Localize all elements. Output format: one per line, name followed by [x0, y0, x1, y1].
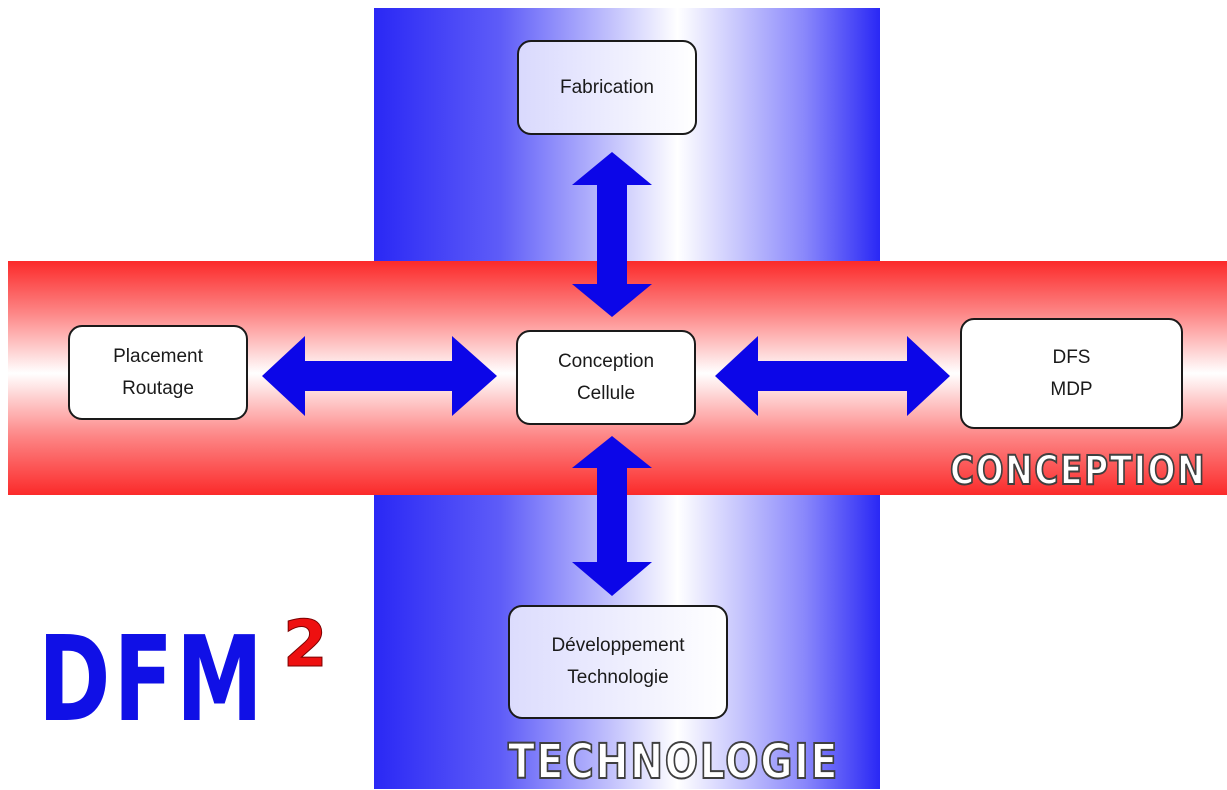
technologie-band-label: TECHNOLOGIE — [507, 733, 839, 790]
placement-routage-node: Placement Routage — [68, 325, 248, 420]
arrow-cell-fabrication — [572, 152, 652, 317]
conception-cellule-node: Conception Cellule — [516, 330, 696, 425]
arrow-cell-dfs — [715, 336, 950, 416]
arrow-cell-placement — [262, 336, 497, 416]
dfs-mdp-node: DFS MDP — [960, 318, 1183, 429]
arrow-cell-dev — [572, 436, 652, 596]
dfm-logo: DFM — [38, 610, 266, 748]
dfm-logo-superscript: 2 — [283, 608, 329, 682]
fabrication-node: Fabrication — [517, 40, 697, 135]
developpement-technologie-node: Développement Technologie — [508, 605, 728, 719]
conception-band-label: CONCEPTION — [949, 447, 1207, 495]
